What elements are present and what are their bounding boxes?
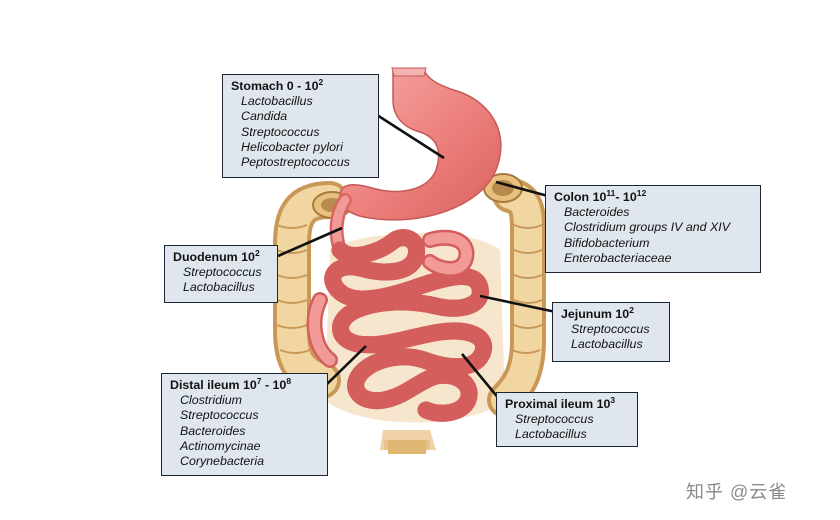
proximal-ileum-organism-list: Streptococcus Lactobacillus	[505, 412, 629, 442]
organism-item: Lactobacillus	[515, 427, 587, 442]
organism-item: Bacteroides	[564, 205, 630, 220]
distal-ileum-organism-list: Clostridium Streptococcus Bacteroides Ac…	[170, 393, 319, 469]
organism-item: Streptococcus	[515, 412, 594, 427]
distal-ileum-exponent-end: 8	[286, 376, 292, 386]
jejunum-leader-line	[479, 294, 557, 314]
organism-item: Peptostreptococcus	[241, 155, 350, 170]
jejunum-name: Jejunum	[561, 307, 612, 321]
distal-ileum-range-start: 10	[243, 378, 257, 392]
duodenum-leader-line	[277, 226, 343, 258]
jejunum-range: 10	[615, 307, 630, 321]
watermark-text: 知乎 @云雀	[686, 482, 788, 502]
colon-exponent-end: 12	[636, 188, 647, 198]
stomach-organism-list: Lactobacillus Candida Streptococcus Heli…	[231, 94, 370, 170]
distal-ileum-label-box: Distal ileum 107 - 108 Clostridium Strep…	[161, 373, 328, 476]
proximal-ileum-title: Proximal ileum 103	[505, 395, 629, 412]
colon-exponent-start: 11	[606, 188, 616, 198]
organism-item: Helicobacter pylori	[241, 139, 343, 154]
duodenum-name: Duodenum	[173, 250, 238, 264]
duodenum-exponent: 2	[254, 248, 260, 258]
jejunum-label-box: Jejunum 102 Streptococcus Lactobacillus	[552, 302, 670, 362]
colon-illustration	[273, 173, 547, 454]
colon-organism-list: Bacteroides Clostridium groups IV and XI…	[554, 205, 752, 266]
jejunum-organism-list: Streptococcus Lactobacillus	[561, 322, 661, 352]
jejunum-title: Jejunum 102	[561, 305, 661, 322]
distal-ileum-name: Distal ileum	[170, 378, 240, 392]
organism-item: Corynebacteria	[180, 454, 265, 469]
organism-item: Lactobacillus	[183, 280, 255, 295]
duodenum-range: 10	[241, 250, 255, 264]
stomach-title: Stomach 0 - 102	[231, 77, 370, 94]
proximal-ileum-exponent: 3	[610, 395, 616, 405]
colon-title: Colon 1011- 1012	[554, 188, 752, 205]
organism-item: Streptococcus	[180, 408, 259, 423]
distal-ileum-range-separator: - 10	[261, 378, 287, 392]
stomach-range: 0 - 10	[286, 79, 319, 93]
organism-item: Enterobacteriaceae	[564, 250, 672, 265]
colon-label-box: Colon 1011- 1012 Bacteroides Clostridium…	[545, 185, 761, 273]
colon-range-start: 10	[592, 190, 607, 204]
duodenum-title: Duodenum 102	[173, 248, 269, 265]
distal-ileum-exponent-start: 7	[256, 376, 262, 386]
organism-item: Lactobacillus	[571, 337, 643, 352]
stomach-exponent: 2	[318, 77, 324, 87]
colon-range-separator: - 10	[615, 190, 637, 204]
organism-item: Clostridium	[180, 393, 242, 408]
organism-item: Bacteroides	[180, 423, 246, 438]
colon-leader-line	[495, 180, 549, 198]
duodenum-organism-list: Streptococcus Lactobacillus	[173, 265, 269, 295]
organism-item: Streptococcus	[183, 265, 262, 280]
proximal-ileum-leader-line	[460, 353, 502, 401]
small-intestine-illustration	[306, 238, 484, 414]
proximal-ileum-label-box: Proximal ileum 103 Streptococcus Lactoba…	[496, 392, 638, 447]
jejunum-exponent: 2	[629, 305, 634, 315]
proximal-ileum-range: 10	[596, 397, 611, 411]
distal-ileum-title: Distal ileum 107 - 108	[170, 376, 319, 393]
colon-name: Colon	[554, 190, 590, 204]
organism-item: Streptococcus	[571, 322, 650, 337]
stomach-name: Stomach	[231, 79, 284, 93]
organism-item: Candida	[241, 109, 288, 124]
organism-item: Clostridium groups IV and XIV	[564, 220, 730, 235]
proximal-ileum-name: Proximal ileum	[505, 397, 594, 411]
organism-item: Bifidobacterium	[564, 235, 650, 250]
duodenum-label-box: Duodenum 102 Streptococcus Lactobacillus	[164, 245, 278, 303]
stomach-label-box: Stomach 0 - 102 Lactobacillus Candida St…	[222, 74, 379, 178]
distal-ileum-leader-line	[324, 345, 367, 387]
organism-item: Lactobacillus	[241, 94, 313, 109]
organism-item: Actinomycinae	[180, 438, 261, 453]
organism-item: Streptococcus	[241, 124, 320, 139]
